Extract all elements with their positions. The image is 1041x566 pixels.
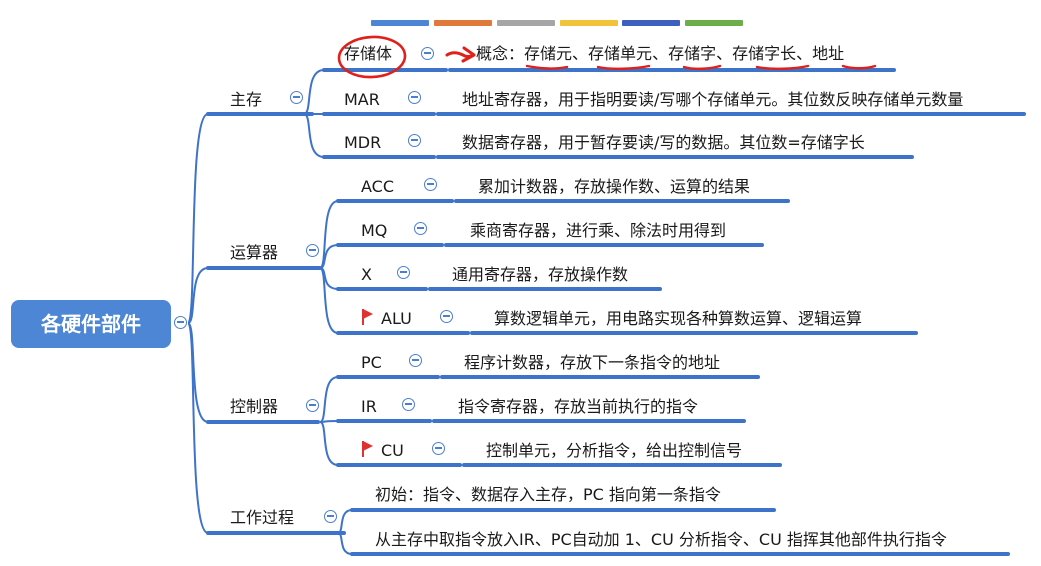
link-alu-item xyxy=(319,267,339,334)
link-acc xyxy=(319,200,339,269)
branch-alu[interactable]: 运算器 xyxy=(230,243,279,262)
root-node-label: 各硬件部件 xyxy=(41,312,141,336)
leaf-underline xyxy=(350,552,1010,556)
leaf-underline xyxy=(432,419,746,423)
node-x[interactable]: X xyxy=(361,265,372,284)
flag-icon xyxy=(361,309,373,325)
link-pc xyxy=(319,376,339,423)
node-underline xyxy=(336,331,470,335)
branch-underline xyxy=(206,531,346,535)
leaf-underline xyxy=(444,243,764,247)
collapse-icon[interactable] xyxy=(440,310,453,323)
step-cycle[interactable]: 从主存中取指令放入IR、PC自动加 1、CU 分析指令、CU 指挥其他部件执行指… xyxy=(375,530,947,549)
collapse-icon[interactable] xyxy=(290,91,303,104)
collapse-icon[interactable] xyxy=(414,222,427,235)
leaf-underline xyxy=(462,463,782,467)
leaf-mq-desc[interactable]: 乘商寄存器，进行乘、除法时用得到 xyxy=(470,221,727,240)
leaf-underline xyxy=(436,112,1026,116)
link-work-process xyxy=(187,322,209,534)
leaf-cu-desc[interactable]: 控制单元，分析指令，给出控制信号 xyxy=(486,441,743,460)
node-underline xyxy=(322,155,436,159)
leaf-underline xyxy=(440,375,760,379)
collapse-icon[interactable] xyxy=(397,266,410,279)
node-ir[interactable]: IR xyxy=(361,397,377,416)
branch-work-process[interactable]: 工作过程 xyxy=(230,508,295,527)
concept-term: 地址 xyxy=(812,44,845,63)
collapse-icon[interactable] xyxy=(408,91,421,104)
color-swatch-4 xyxy=(560,20,618,26)
branch-underline xyxy=(206,112,314,116)
link-cu xyxy=(319,421,339,466)
node-alu[interactable]: ALU xyxy=(381,309,412,328)
link-alu xyxy=(187,267,209,324)
node-storage-body[interactable]: 存储体 xyxy=(344,44,393,63)
color-swatch-3 xyxy=(497,20,555,26)
leaf-pc-desc[interactable]: 程序计数器，存放下一条指令的地址 xyxy=(464,353,721,372)
leaf-underline xyxy=(448,68,896,72)
leaf-underline xyxy=(454,199,790,203)
branch-control[interactable]: 控制器 xyxy=(230,397,279,416)
node-underline xyxy=(322,68,448,72)
node-underline xyxy=(336,243,444,247)
link-step-initial xyxy=(337,509,353,534)
leaf-mar-desc[interactable]: 地址寄存器，用于指明要读/写哪个存储单元。其位数反映存储单元数量 xyxy=(462,90,964,109)
concept-label: 概念： xyxy=(476,44,525,63)
color-swatch-2 xyxy=(434,20,492,26)
branch-underline xyxy=(206,420,320,424)
leaf-underline xyxy=(470,331,918,335)
node-mar[interactable]: MAR xyxy=(344,90,380,109)
collapse-icon[interactable] xyxy=(409,354,422,367)
link-mdr xyxy=(303,113,325,158)
node-pc[interactable]: PC xyxy=(361,353,382,372)
color-swatch-6 xyxy=(685,20,743,26)
leaf-ir-desc[interactable]: 指令寄存器，存放当前执行的指令 xyxy=(458,397,699,416)
node-mq[interactable]: MQ xyxy=(361,221,388,240)
collapse-icon[interactable] xyxy=(306,244,319,257)
link-step-cycle xyxy=(337,532,353,555)
collapse-icon[interactable] xyxy=(402,398,415,411)
branch-underline xyxy=(206,266,322,270)
collapse-icon[interactable] xyxy=(408,134,421,147)
flag-icon xyxy=(361,441,373,457)
concept-term: 存储字长 xyxy=(732,44,797,63)
leaf-underline xyxy=(350,508,776,512)
leaf-underline xyxy=(428,287,662,291)
concept-separator: 、 xyxy=(796,44,813,63)
link-storage-body xyxy=(303,69,325,115)
collapse-icon[interactable] xyxy=(421,47,434,60)
concept-term: 存储字 xyxy=(668,44,717,63)
node-mdr[interactable]: MDR xyxy=(344,133,382,152)
collapse-icon[interactable] xyxy=(174,316,187,329)
concept-separator: 、 xyxy=(716,44,733,63)
node-underline xyxy=(336,199,454,203)
leaf-acc-desc[interactable]: 累加计数器，存放操作数、运算的结果 xyxy=(478,177,751,196)
collapse-icon[interactable] xyxy=(324,510,337,523)
concept-separator: 、 xyxy=(572,44,589,63)
leaf-mdr-desc[interactable]: 数据寄存器，用于暂存要读/写的数据。其位数=存储字长 xyxy=(462,133,865,152)
branch-main-memory[interactable]: 主存 xyxy=(230,90,263,109)
color-swatch-5 xyxy=(622,20,680,26)
leaf-x-desc[interactable]: 通用寄存器，存放操作数 xyxy=(452,265,629,284)
collapse-icon[interactable] xyxy=(432,442,445,455)
node-cu[interactable]: CU xyxy=(381,441,404,460)
node-acc[interactable]: ACC xyxy=(361,177,395,196)
collapse-icon[interactable] xyxy=(306,399,319,412)
collapse-icon[interactable] xyxy=(424,178,437,191)
node-underline xyxy=(322,112,436,116)
concept-separator: 、 xyxy=(652,44,669,63)
root-node[interactable]: 各硬件部件 xyxy=(11,300,171,348)
node-underline xyxy=(336,287,428,291)
concept-term: 存储元 xyxy=(524,44,573,63)
node-underline xyxy=(336,419,432,423)
node-underline xyxy=(336,375,440,379)
concept-term: 存储单元 xyxy=(588,44,653,63)
node-underline xyxy=(336,463,462,467)
link-main-memory xyxy=(187,113,209,324)
concept-line: 概念：存储元、存储单元、存储字、存储字长、地址 xyxy=(476,44,844,64)
step-initial[interactable]: 初始：指令、数据存入主存，PC 指向第一条指令 xyxy=(375,485,721,504)
leaf-underline xyxy=(436,155,914,159)
color-swatch-1 xyxy=(371,20,429,26)
leaf-alu-desc[interactable]: 算数逻辑单元，用电路实现各种算数运算、逻辑运算 xyxy=(494,309,863,328)
